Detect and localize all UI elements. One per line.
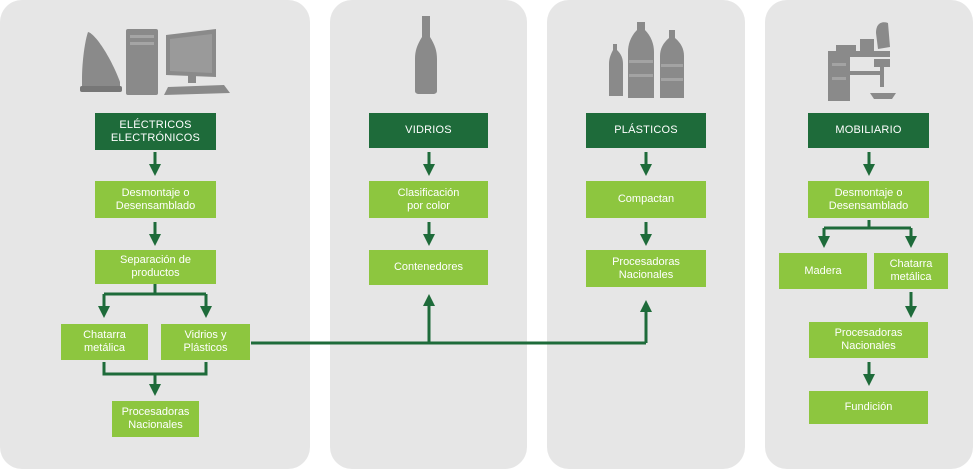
step-separacion: Separación de productos: [95, 250, 216, 284]
step-fundicion: Fundición: [809, 391, 928, 424]
step-procesadoras-mobiliario: Procesadoras Nacionales: [809, 322, 928, 358]
step-clasificacion: Clasificación por color: [369, 181, 488, 218]
header-electricos: ELÉCTRICOS ELECTRÓNICOS: [95, 113, 216, 150]
step-compactan: Compactan: [586, 181, 706, 218]
step-procesadoras-plasticos: Procesadoras Nacionales: [586, 250, 706, 287]
panel-mobiliario: [765, 0, 973, 469]
step-madera: Madera: [779, 253, 867, 289]
glass-bottle-icon: [415, 16, 437, 94]
step-desmontaje-mobiliario: Desmontaje o Desensamblado: [808, 181, 929, 218]
step-vidrios-plasticos: Vidrios y Plásticos: [161, 324, 250, 360]
step-chatarra-electricos: Chatarra metálica: [61, 324, 148, 360]
step-contenedores: Contenedores: [369, 250, 488, 285]
office-furniture-icon: [828, 22, 896, 101]
computer-icon: [126, 29, 230, 95]
header-plasticos: PLÁSTICOS: [586, 113, 706, 148]
iron-icon: [80, 32, 122, 92]
header-mobiliario: MOBILIARIO: [808, 113, 929, 148]
step-desmontaje-electricos: Desmontaje o Desensamblado: [95, 181, 216, 218]
plastic-bottles-icon: [609, 22, 684, 98]
header-vidrios: VIDRIOS: [369, 113, 488, 148]
step-procesadoras-electricos: Procesadoras Nacionales: [112, 401, 199, 437]
step-chatarra-mobiliario: Chatarra metálica: [874, 253, 948, 289]
